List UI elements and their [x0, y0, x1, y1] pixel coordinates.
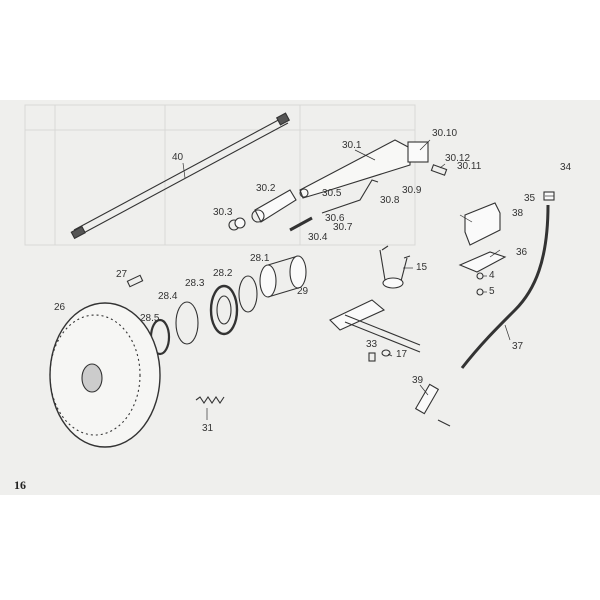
callout-33: 33	[366, 339, 378, 350]
callout-30-9: 30.9	[402, 185, 422, 196]
callout-17: 17	[396, 349, 408, 360]
callout-30-8: 30.8	[380, 195, 400, 206]
callout-30-3: 30.3	[213, 207, 233, 218]
callout-28-3: 28.3	[185, 278, 205, 289]
callout-15: 15	[416, 262, 428, 273]
callout-38: 38	[512, 208, 524, 219]
callout-29: 29	[297, 286, 309, 297]
callout-5: 5	[489, 286, 495, 297]
callout-39: 39	[412, 375, 424, 386]
lever-30-1	[299, 139, 429, 199]
callout-35: 35	[524, 193, 536, 204]
callout-31: 31	[202, 423, 214, 434]
callout-40: 40	[172, 152, 184, 163]
sleeve-30-2	[251, 189, 297, 223]
callout-28-5: 28.5	[140, 313, 160, 324]
shaft-40	[70, 112, 291, 240]
callout-30-12: 30.12	[445, 153, 471, 164]
callout-27: 27	[116, 269, 128, 280]
release-bearing-28-1	[259, 255, 307, 298]
callout-30-1: 30.1	[342, 140, 362, 151]
callout-26: 26	[54, 302, 66, 313]
callout-4: 4	[489, 270, 495, 281]
cross-shaft	[329, 299, 421, 353]
callout-30-7: 30.7	[333, 222, 353, 233]
callout-36: 36	[516, 247, 528, 258]
callout-28-1: 28.1	[250, 253, 270, 264]
callout-30-4: 30.4	[308, 232, 328, 243]
callout-28-2: 28.2	[213, 268, 233, 279]
callout-28-4: 28.4	[158, 291, 178, 302]
clutch-assembly-26	[49, 302, 161, 448]
callout-30-6: 30.6	[325, 213, 345, 224]
bleed-through-table	[24, 104, 416, 246]
callout-30-11: 30.11	[457, 161, 482, 172]
callout-30-10: 30.10	[432, 128, 458, 139]
callout-34: 34	[560, 162, 572, 173]
page-number: 16	[14, 478, 26, 492]
callout-30-2: 30.2	[256, 183, 276, 194]
callout-37: 37	[512, 341, 524, 352]
callout-30-5: 30.5	[322, 188, 342, 199]
